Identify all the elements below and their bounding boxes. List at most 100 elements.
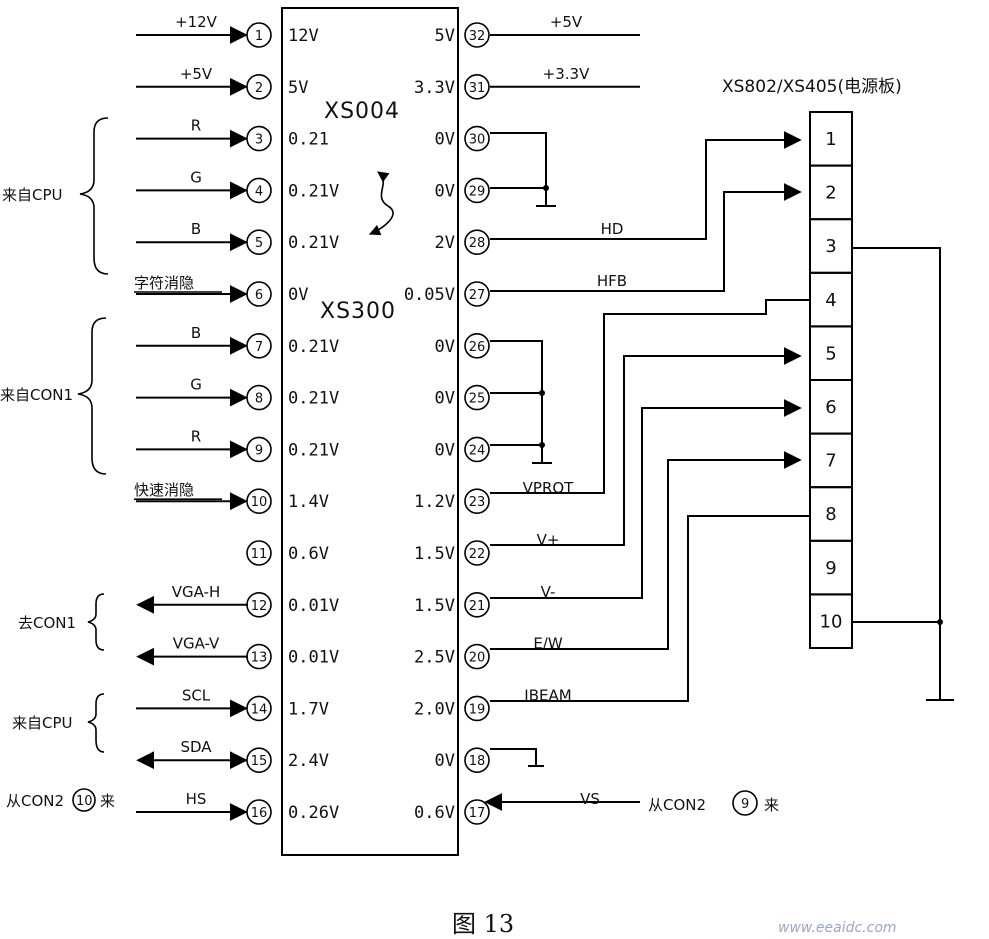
con2-left-pin-circle <box>72 788 96 812</box>
ground-wiring <box>490 132 954 767</box>
pin-signal-label: +3.3V <box>543 65 590 83</box>
con2-left-pin-number: 10 <box>76 794 93 809</box>
pin-number: 11 <box>251 547 268 562</box>
pin-circle <box>246 591 272 618</box>
pin-number: 3 <box>255 133 263 148</box>
pin-circle <box>464 591 490 618</box>
chip-body <box>281 7 459 856</box>
pin-circle <box>464 643 490 670</box>
pin-signal-label: +12V <box>175 13 218 31</box>
power-board-cell-4: 4 <box>809 271 853 328</box>
chip-label-xs004: XS004 <box>324 99 400 124</box>
pin-circle <box>464 695 490 722</box>
right-pin-22: 22 1.5V V+ <box>414 531 560 566</box>
cell-number: 9 <box>825 558 836 579</box>
pin-circle <box>246 540 272 566</box>
pin-voltage: 0V <box>288 285 308 305</box>
pin-number: 29 <box>469 184 486 199</box>
power-board-cell-7: 7 <box>809 432 853 489</box>
pin-circle <box>246 74 272 100</box>
pin-number: 2 <box>255 81 263 96</box>
left-pin-1: 1 12V +12V <box>136 13 319 48</box>
pin-number: 1 <box>255 29 263 44</box>
pin-number: 19 <box>469 702 486 717</box>
figure-caption: 图 13 <box>452 910 514 938</box>
cell-number: 6 <box>825 397 836 418</box>
right-pin-26: 26 0V <box>435 332 490 359</box>
pin-circle <box>246 384 272 411</box>
pin-number: 30 <box>469 133 486 148</box>
pin-circle <box>464 799 490 825</box>
power-board-cell-10: 10 <box>809 593 853 650</box>
pin-circle <box>464 22 490 48</box>
pin-number: 17 <box>469 806 486 821</box>
pin-circle <box>246 747 272 774</box>
pin-number: 7 <box>255 340 263 355</box>
power-board-cell-1: 1 <box>809 111 853 167</box>
pin-number: 13 <box>251 651 268 666</box>
pin-circle <box>464 74 490 100</box>
pin-voltage: 2V <box>435 233 455 253</box>
pin-number: 14 <box>251 702 268 717</box>
pin-voltage: 5V <box>288 78 308 98</box>
pin-signal-label: +5V <box>180 65 213 83</box>
pin-signal-label: +5V <box>550 13 583 31</box>
pin-signal-label: SDA <box>180 738 212 756</box>
pin-signal-label: V+ <box>537 531 560 549</box>
pin-circle <box>464 436 490 463</box>
pin-circle <box>464 281 490 307</box>
pin-signal-label: B <box>191 324 201 342</box>
pin-signal-label: SCL <box>182 686 211 704</box>
pin-circle <box>246 177 272 204</box>
watermark: www.eeaidc.com <box>778 920 897 936</box>
pin-circle <box>464 540 490 566</box>
pin-signal-label: R <box>191 427 201 445</box>
pin-number: 31 <box>469 81 486 96</box>
pin-signal-label: 快速消隐 <box>134 481 194 499</box>
power-board-cell-2: 2 <box>809 164 853 221</box>
pin-voltage: 12V <box>288 26 319 46</box>
pin-signal-label: VGA-H <box>172 583 221 601</box>
pin-circle <box>246 332 272 359</box>
cell-number: 1 <box>825 129 836 150</box>
pin-number: 28 <box>469 236 486 251</box>
pin-voltage: 0.01V <box>288 648 339 668</box>
pin-signal-label: 字符消隐 <box>134 274 194 292</box>
left-pin-2: 2 5V +5V <box>136 65 308 100</box>
cell-number: 4 <box>825 290 836 311</box>
pin-number: 22 <box>469 547 486 562</box>
pin-number: 26 <box>469 340 486 355</box>
power-board-cell-8: 8 <box>809 486 853 542</box>
pin-signal-label: HFB <box>597 272 627 290</box>
pin-voltage: 0V <box>435 337 455 357</box>
right-pin-column: 325V+5V313.3V+3.3V300V290V282VHD270.05VH… <box>404 13 640 825</box>
con2-right-pin-circle <box>732 790 758 816</box>
pin-circle <box>246 125 272 152</box>
group-label-con1-rgb: 来自CON1 <box>0 386 73 404</box>
pin-voltage: 0.21V <box>288 181 339 201</box>
chip-label-xs300: XS300 <box>320 299 396 324</box>
pin-circle <box>246 436 272 463</box>
pin-signal-label: VPROT <box>523 479 575 497</box>
pin-voltage: 1.5V <box>414 544 455 564</box>
pin-circle <box>464 177 490 204</box>
pin-signal-label: R <box>191 117 201 135</box>
